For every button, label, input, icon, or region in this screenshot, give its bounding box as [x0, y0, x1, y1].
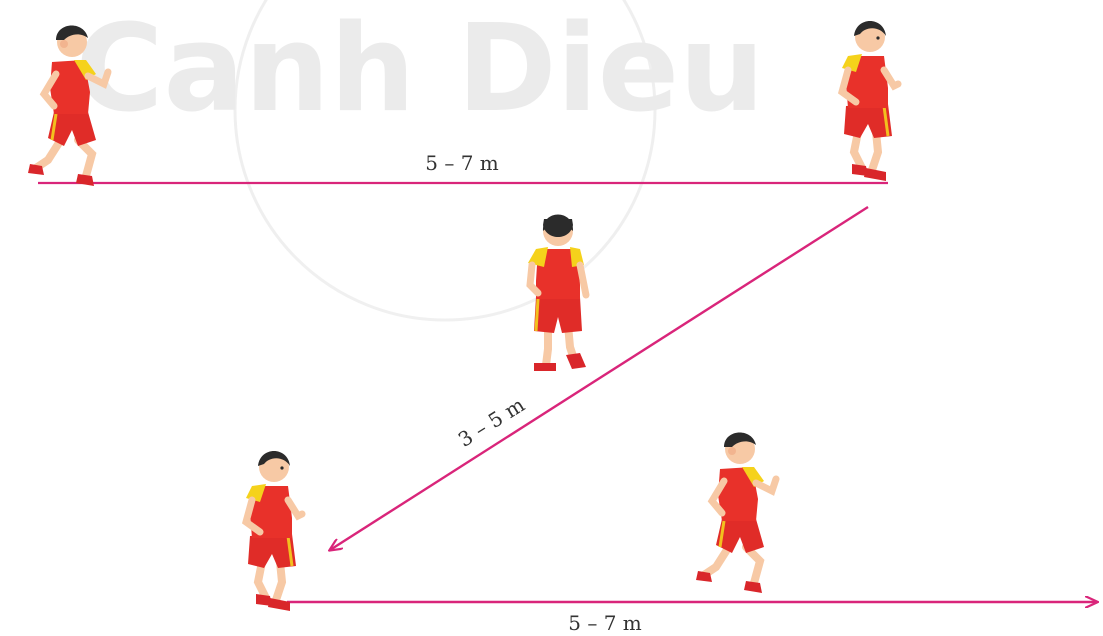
- runner-turn-top-figure: [842, 21, 898, 181]
- distance-label-diagonal: 3 – 5 m: [454, 392, 529, 451]
- distance-label-top: 5 – 7 m: [425, 151, 499, 175]
- runner-finish-figure: [696, 432, 776, 593]
- distance-label-bottom: 5 – 7 m: [568, 611, 642, 635]
- runner-diagonal-figure: [528, 215, 586, 372]
- watermark-text: Canh Dieu: [75, 0, 764, 139]
- segment-diagonal-arrow: [330, 207, 868, 550]
- runner-turn-bottom-figure: [246, 451, 302, 611]
- watermark: Canh Dieu: [75, 0, 764, 320]
- path-segments: [38, 183, 1097, 602]
